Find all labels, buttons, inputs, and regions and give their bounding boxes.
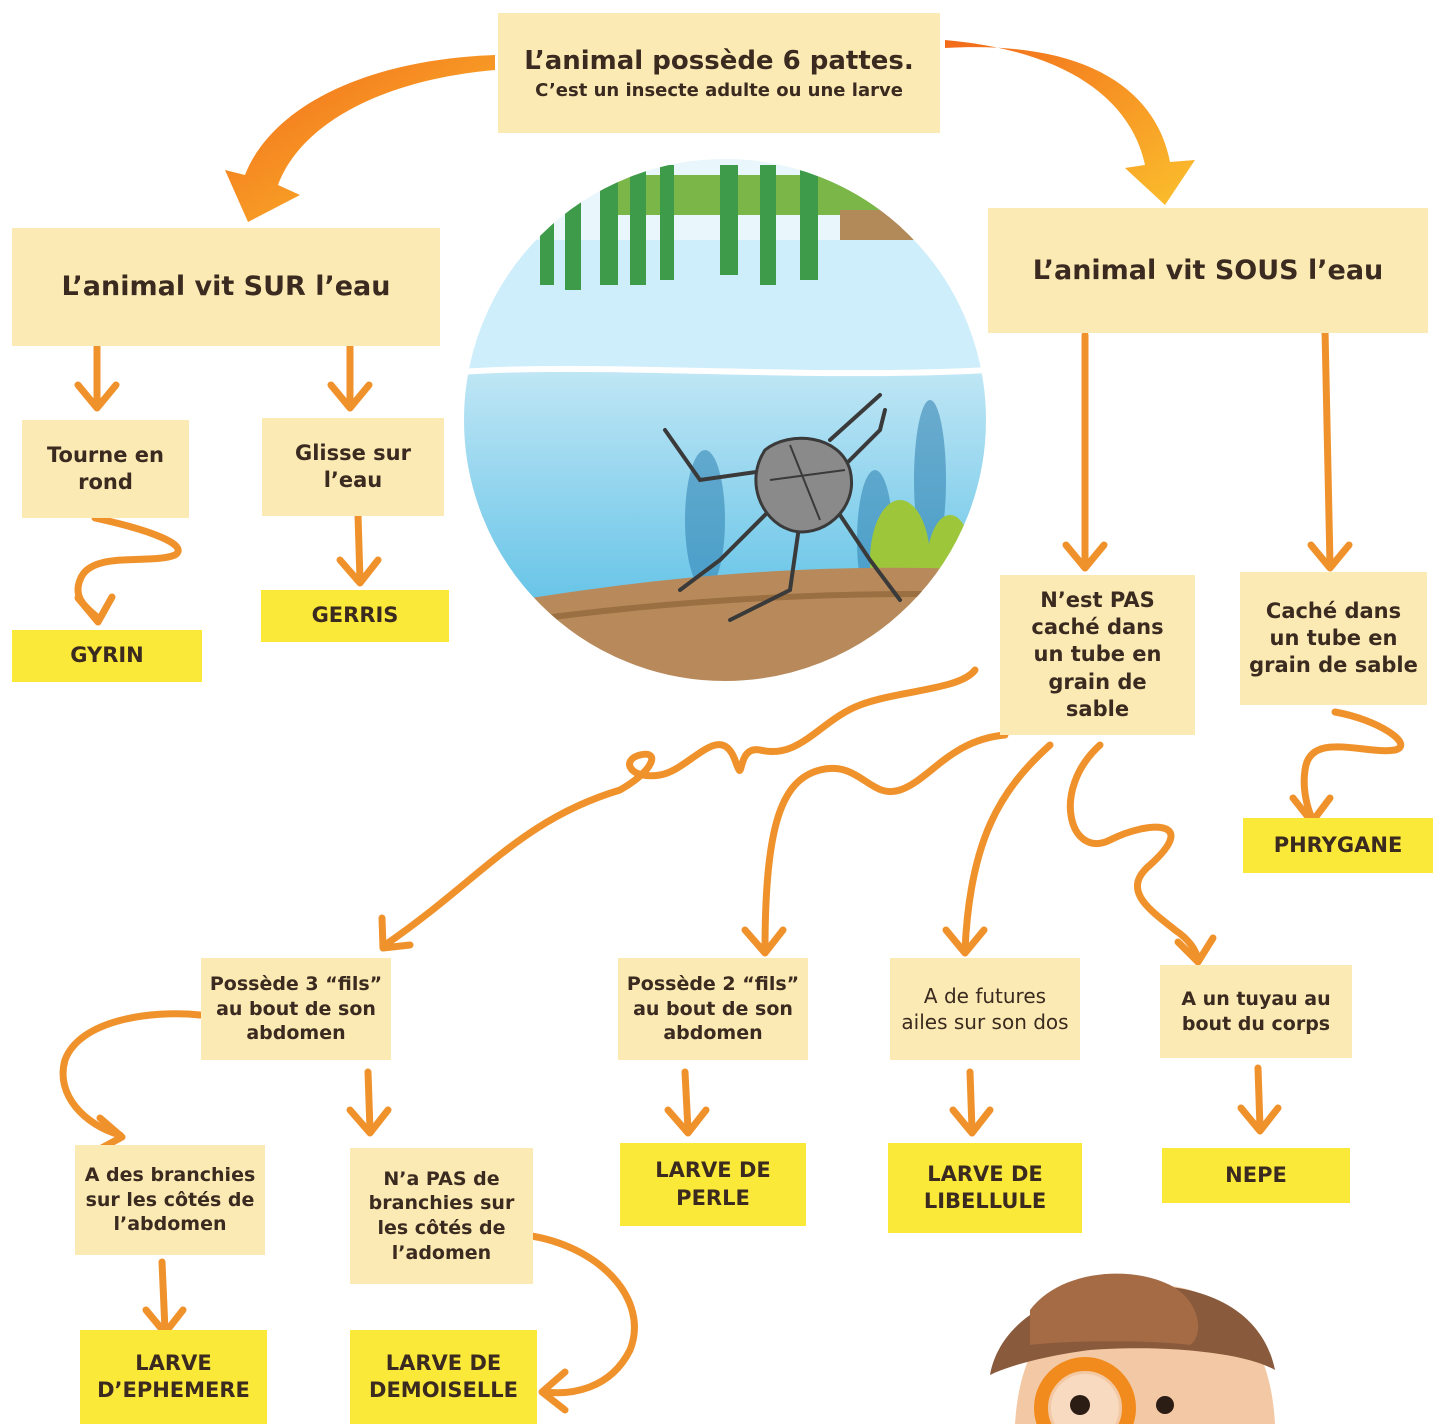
sur-l-eau-box: L’animal vit SUR l’eau	[12, 228, 440, 346]
tourne-en-rond-box: Tourne en rond	[22, 420, 189, 518]
glisse-sur-l-eau-box: Glisse sur l’eau	[262, 418, 444, 516]
pas-cache-box: N’est PAS caché dans un tube en grain de…	[1000, 575, 1195, 735]
pas-branchies-box: N’a PAS de branchies sur les côtés de l’…	[350, 1148, 533, 1284]
libellule-answer: LARVE DE LIBELLULE	[888, 1143, 1082, 1233]
gyrin-answer: GYRIN	[12, 630, 202, 682]
gerris-answer: GERRIS	[261, 590, 449, 642]
root-question: L’animal possède 6 pattes. C’est un inse…	[498, 13, 940, 133]
cache-box: Caché dans un tube en grain de sable	[1240, 572, 1427, 705]
sous-l-eau-box: L’animal vit SOUS l’eau	[988, 208, 1428, 333]
tuyau-box: A un tuyau au bout du corps	[1160, 965, 1352, 1058]
root-title: L’animal possède 6 pattes.	[524, 45, 914, 76]
big-arrow-left	[225, 55, 495, 222]
root-subtitle: C’est un insecte adulte ou une larve	[535, 79, 903, 101]
ephemere-answer: LARVE D’EPHEMERE	[80, 1330, 267, 1424]
phrygane-answer: PHRYGANE	[1243, 818, 1433, 873]
explorer-kid-illustration	[990, 1273, 1275, 1424]
connector-arrows	[59, 326, 1405, 1414]
ailes-box: A de futures ailes sur son dos	[890, 958, 1080, 1060]
big-arrow-right	[945, 40, 1195, 205]
fils2-box: Possède 2 “fils” au bout de son abdomen	[618, 958, 808, 1060]
perle-answer: LARVE DE PERLE	[620, 1143, 806, 1226]
nepe-answer: NEPE	[1162, 1148, 1350, 1203]
fils3-box: Possède 3 “fils” au bout de son abdomen	[201, 958, 391, 1060]
demoiselle-answer: LARVE DE DEMOISELLE	[350, 1330, 537, 1424]
branchies-box: A des branchies sur les côtés de l’abdom…	[75, 1145, 265, 1255]
